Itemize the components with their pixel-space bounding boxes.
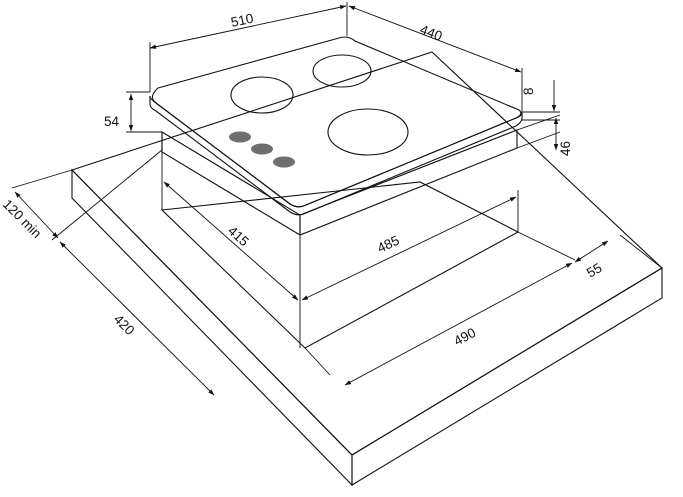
control-knobs bbox=[229, 131, 295, 168]
countertop-cutout bbox=[160, 181, 520, 349]
dim-line-415 bbox=[163, 181, 299, 301]
dimension-labels: 510 440 54 8 46 120 min 420 415 485 490 … bbox=[0, 11, 605, 349]
control-knob-icon-1 bbox=[229, 131, 251, 143]
dim-line-440 bbox=[348, 5, 522, 73]
label-cutout-depth: 415 bbox=[225, 223, 252, 249]
glass-top-edge bbox=[149, 95, 523, 216]
glass-top-surface bbox=[151, 36, 522, 208]
dim-line-120min bbox=[14, 191, 59, 239]
hob-body-front bbox=[161, 131, 301, 236]
burner-rings bbox=[230, 54, 409, 156]
label-hob-width: 510 bbox=[230, 11, 255, 30]
control-knob-icon-2 bbox=[251, 143, 273, 155]
label-rear-clearance: 120 min bbox=[0, 197, 44, 242]
countertop-side-face bbox=[351, 267, 663, 486]
label-body-height: 46 bbox=[558, 141, 573, 156]
extension-lines bbox=[11, 2, 663, 376]
label-hob-height-left: 54 bbox=[104, 114, 120, 129]
hob-body-right bbox=[299, 129, 518, 236]
label-counter-width: 490 bbox=[451, 325, 478, 349]
dimension-lines bbox=[14, 5, 609, 396]
dim-line-510 bbox=[149, 5, 347, 49]
label-cutout-width: 485 bbox=[375, 233, 402, 256]
countertop-front-face bbox=[71, 168, 353, 487]
label-side-clearance: 55 bbox=[584, 260, 605, 281]
dim-line-420 bbox=[59, 241, 215, 396]
hob-body bbox=[161, 129, 518, 236]
dim-line-490 bbox=[344, 262, 573, 386]
label-glass-thickness: 8 bbox=[521, 87, 536, 95]
dim-line-55 bbox=[574, 240, 609, 263]
dim-line-485 bbox=[301, 196, 517, 301]
countertop-top-face bbox=[70, 51, 663, 456]
burner-icon-right-rear bbox=[312, 54, 372, 88]
control-knob-icon-3 bbox=[273, 156, 295, 168]
label-hob-depth: 440 bbox=[418, 22, 444, 44]
burner-icon-left-rear bbox=[230, 76, 294, 114]
burner-icon-front-large bbox=[327, 108, 409, 156]
